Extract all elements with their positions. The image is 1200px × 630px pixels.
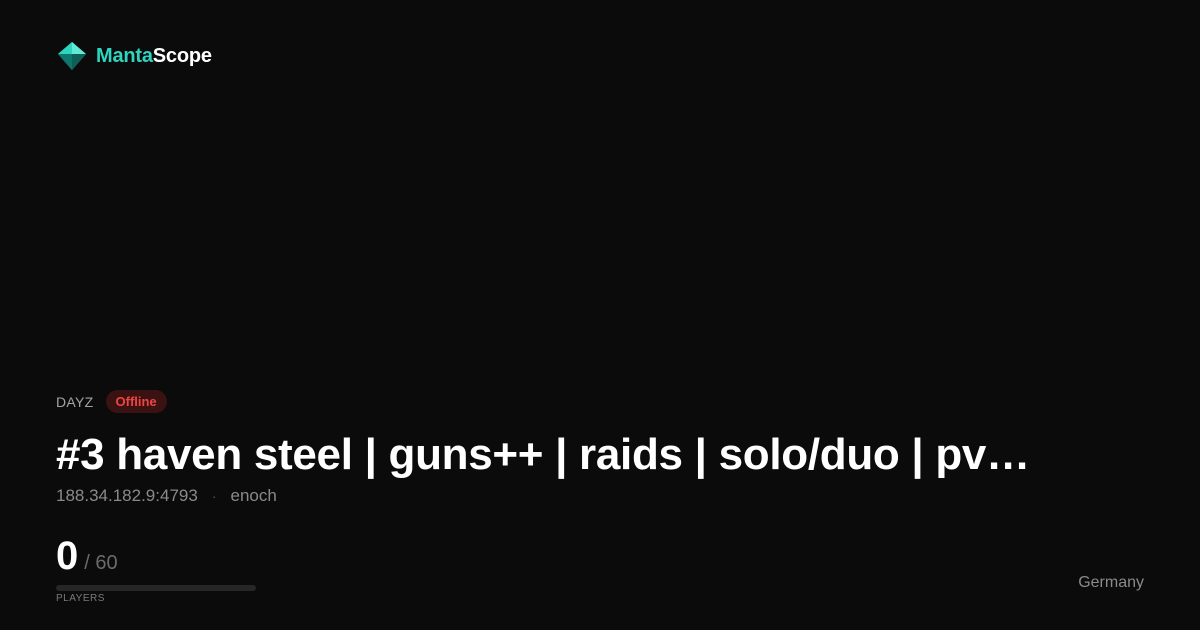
brand-name: MantaScope xyxy=(96,45,212,68)
game-status-row: DAYZ Offline xyxy=(56,390,167,413)
brand-name-part2: Scope xyxy=(152,44,212,67)
meta-separator: · xyxy=(211,488,217,504)
players-progress-bar xyxy=(56,585,256,591)
server-title: #3 haven steel | guns++ | raids | solo/d… xyxy=(56,430,1030,479)
players-current: 0 xyxy=(56,534,79,578)
mantascope-diamond-icon xyxy=(58,42,86,70)
player-count: 0 / 60 xyxy=(56,532,118,580)
brand-name-part1: Manta xyxy=(96,44,153,67)
brand-logo[interactable]: MantaScope xyxy=(56,40,212,72)
server-country: Germany xyxy=(1078,574,1144,591)
server-meta: 188.34.182.9:4793 · enoch xyxy=(56,486,277,506)
status-badge: Offline xyxy=(105,390,167,413)
players-label: PLAYERS xyxy=(56,593,105,604)
players-max: / 60 xyxy=(84,552,118,574)
game-name: DAYZ xyxy=(56,393,94,410)
server-address[interactable]: 188.34.182.9:4793 xyxy=(56,486,198,505)
server-map: enoch xyxy=(230,486,277,505)
